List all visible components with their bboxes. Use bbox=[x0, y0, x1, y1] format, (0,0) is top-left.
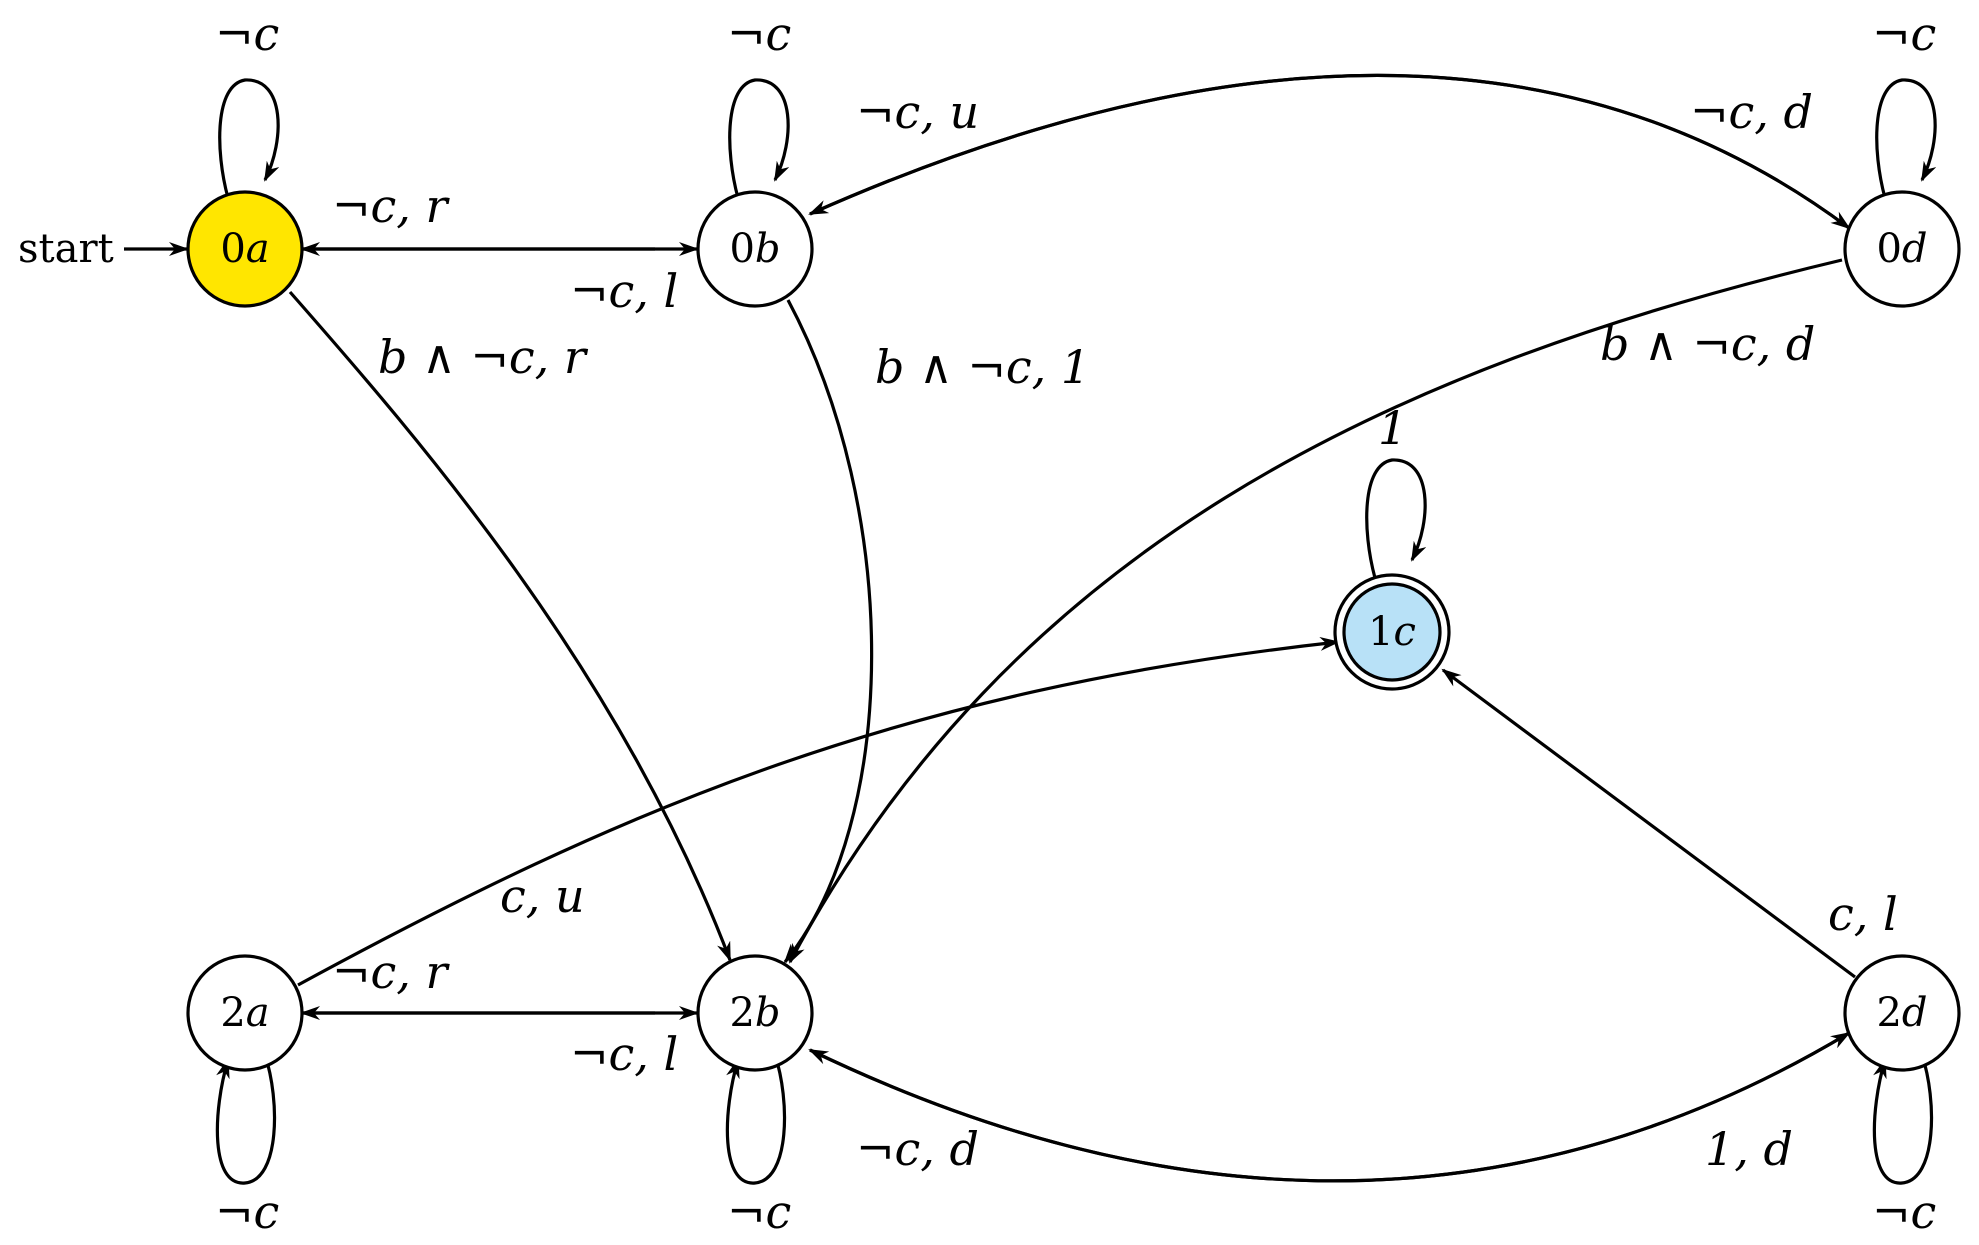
label-0b-to-0a: ¬c, l bbox=[570, 264, 678, 318]
label-0a-self: ¬c bbox=[215, 7, 279, 61]
edge-0d-to-2b bbox=[788, 258, 1843, 964]
node-1c: 1c bbox=[1333, 573, 1451, 691]
label-0b-to-0d: ¬c, d bbox=[1690, 85, 1813, 139]
label-2b-to-2d: ¬c, d bbox=[856, 1122, 979, 1176]
label-2a-to-1c: c, u bbox=[500, 869, 585, 923]
label-0d-self: ¬c bbox=[1872, 7, 1936, 61]
label-2d-to-2b: 1, d bbox=[1705, 1122, 1793, 1176]
node-2d-letter: d bbox=[1902, 990, 1928, 1036]
label-0a-to-2b: b ∧ ¬c, r bbox=[378, 330, 589, 384]
edge-0a-self-loop bbox=[218, 78, 280, 199]
label-2a-to-2b: ¬c, r bbox=[332, 945, 451, 999]
node-2b-number: 2 bbox=[729, 990, 754, 1036]
node-0b-number: 0 bbox=[729, 226, 754, 272]
node-2a: 2a bbox=[186, 954, 304, 1072]
node-0d: 0d bbox=[1843, 190, 1961, 308]
node-0a-letter: a bbox=[246, 226, 270, 272]
node-2a-number: 2 bbox=[220, 990, 245, 1036]
node-0d-circle bbox=[1843, 190, 1961, 308]
node-1c-number: 1 bbox=[1368, 609, 1393, 655]
svg-text:1c: 1c bbox=[1368, 609, 1416, 655]
node-2d-number: 2 bbox=[1876, 990, 1901, 1036]
svg-text:0a: 0a bbox=[220, 226, 269, 272]
node-0a: 0a bbox=[186, 190, 304, 308]
label-2b-self: ¬c bbox=[727, 1185, 791, 1239]
svg-text:0b: 0b bbox=[729, 226, 780, 272]
edge-0a-to-2b bbox=[288, 290, 732, 962]
edge-2d-to-2b bbox=[808, 1031, 1850, 1183]
node-1c-circle bbox=[1342, 582, 1442, 682]
node-0a-circle bbox=[186, 190, 304, 308]
label-2d-to-1c: c, l bbox=[1828, 887, 1898, 941]
edge-0d-self-loop bbox=[1875, 78, 1937, 199]
edge-2a-to-1c bbox=[297, 637, 1340, 987]
label-0b-self: ¬c bbox=[727, 7, 791, 61]
edge-2a-self-loop bbox=[215, 1054, 277, 1185]
node-2a-circle bbox=[186, 954, 304, 1072]
svg-text:0d: 0d bbox=[1876, 226, 1927, 272]
node-0a-number: 0 bbox=[220, 226, 245, 272]
node-2d: 2d bbox=[1843, 954, 1961, 1072]
label-0d-to-2b: b ∧ ¬c, d bbox=[1600, 317, 1815, 371]
node-0d-letter: d bbox=[1902, 226, 1928, 272]
node-0b-circle bbox=[696, 190, 814, 308]
start-label: start bbox=[18, 226, 114, 272]
svg-text:2a: 2a bbox=[220, 990, 269, 1036]
label-2b-to-2a: ¬c, l bbox=[570, 1027, 678, 1081]
label-0b-to-2b: b ∧ ¬c, 1 bbox=[875, 340, 1090, 394]
label-2d-self: ¬c bbox=[1872, 1185, 1936, 1239]
edge-2d-self-loop bbox=[1872, 1054, 1934, 1185]
node-0b-letter: b bbox=[755, 226, 781, 272]
label-1c-self: 1 bbox=[1378, 401, 1407, 455]
edge-0b-self-loop bbox=[728, 78, 790, 199]
node-2b-letter: b bbox=[755, 990, 781, 1036]
node-1c-letter: c bbox=[1394, 609, 1416, 655]
node-2a-letter: a bbox=[246, 990, 270, 1036]
edge-0b-to-2b bbox=[783, 299, 874, 964]
edge-2d-to-1c bbox=[1441, 668, 1856, 979]
node-0b: 0b bbox=[696, 190, 814, 308]
label-2a-self: ¬c bbox=[215, 1185, 279, 1239]
node-2b-circle bbox=[696, 954, 814, 1072]
svg-text:2b: 2b bbox=[729, 990, 780, 1036]
label-0d-to-0b: ¬c, u bbox=[856, 85, 979, 139]
label-0a-to-0b: ¬c, r bbox=[332, 179, 451, 233]
svg-text:2d: 2d bbox=[1876, 990, 1927, 1036]
node-0d-number: 0 bbox=[1876, 226, 1901, 272]
edge-0d-to-0b bbox=[808, 73, 1850, 230]
node-2d-circle bbox=[1843, 954, 1961, 1072]
node-2b: 2b bbox=[696, 954, 814, 1072]
edge-2b-self-loop bbox=[725, 1054, 787, 1185]
edge-1c-self-loop bbox=[1365, 458, 1427, 579]
